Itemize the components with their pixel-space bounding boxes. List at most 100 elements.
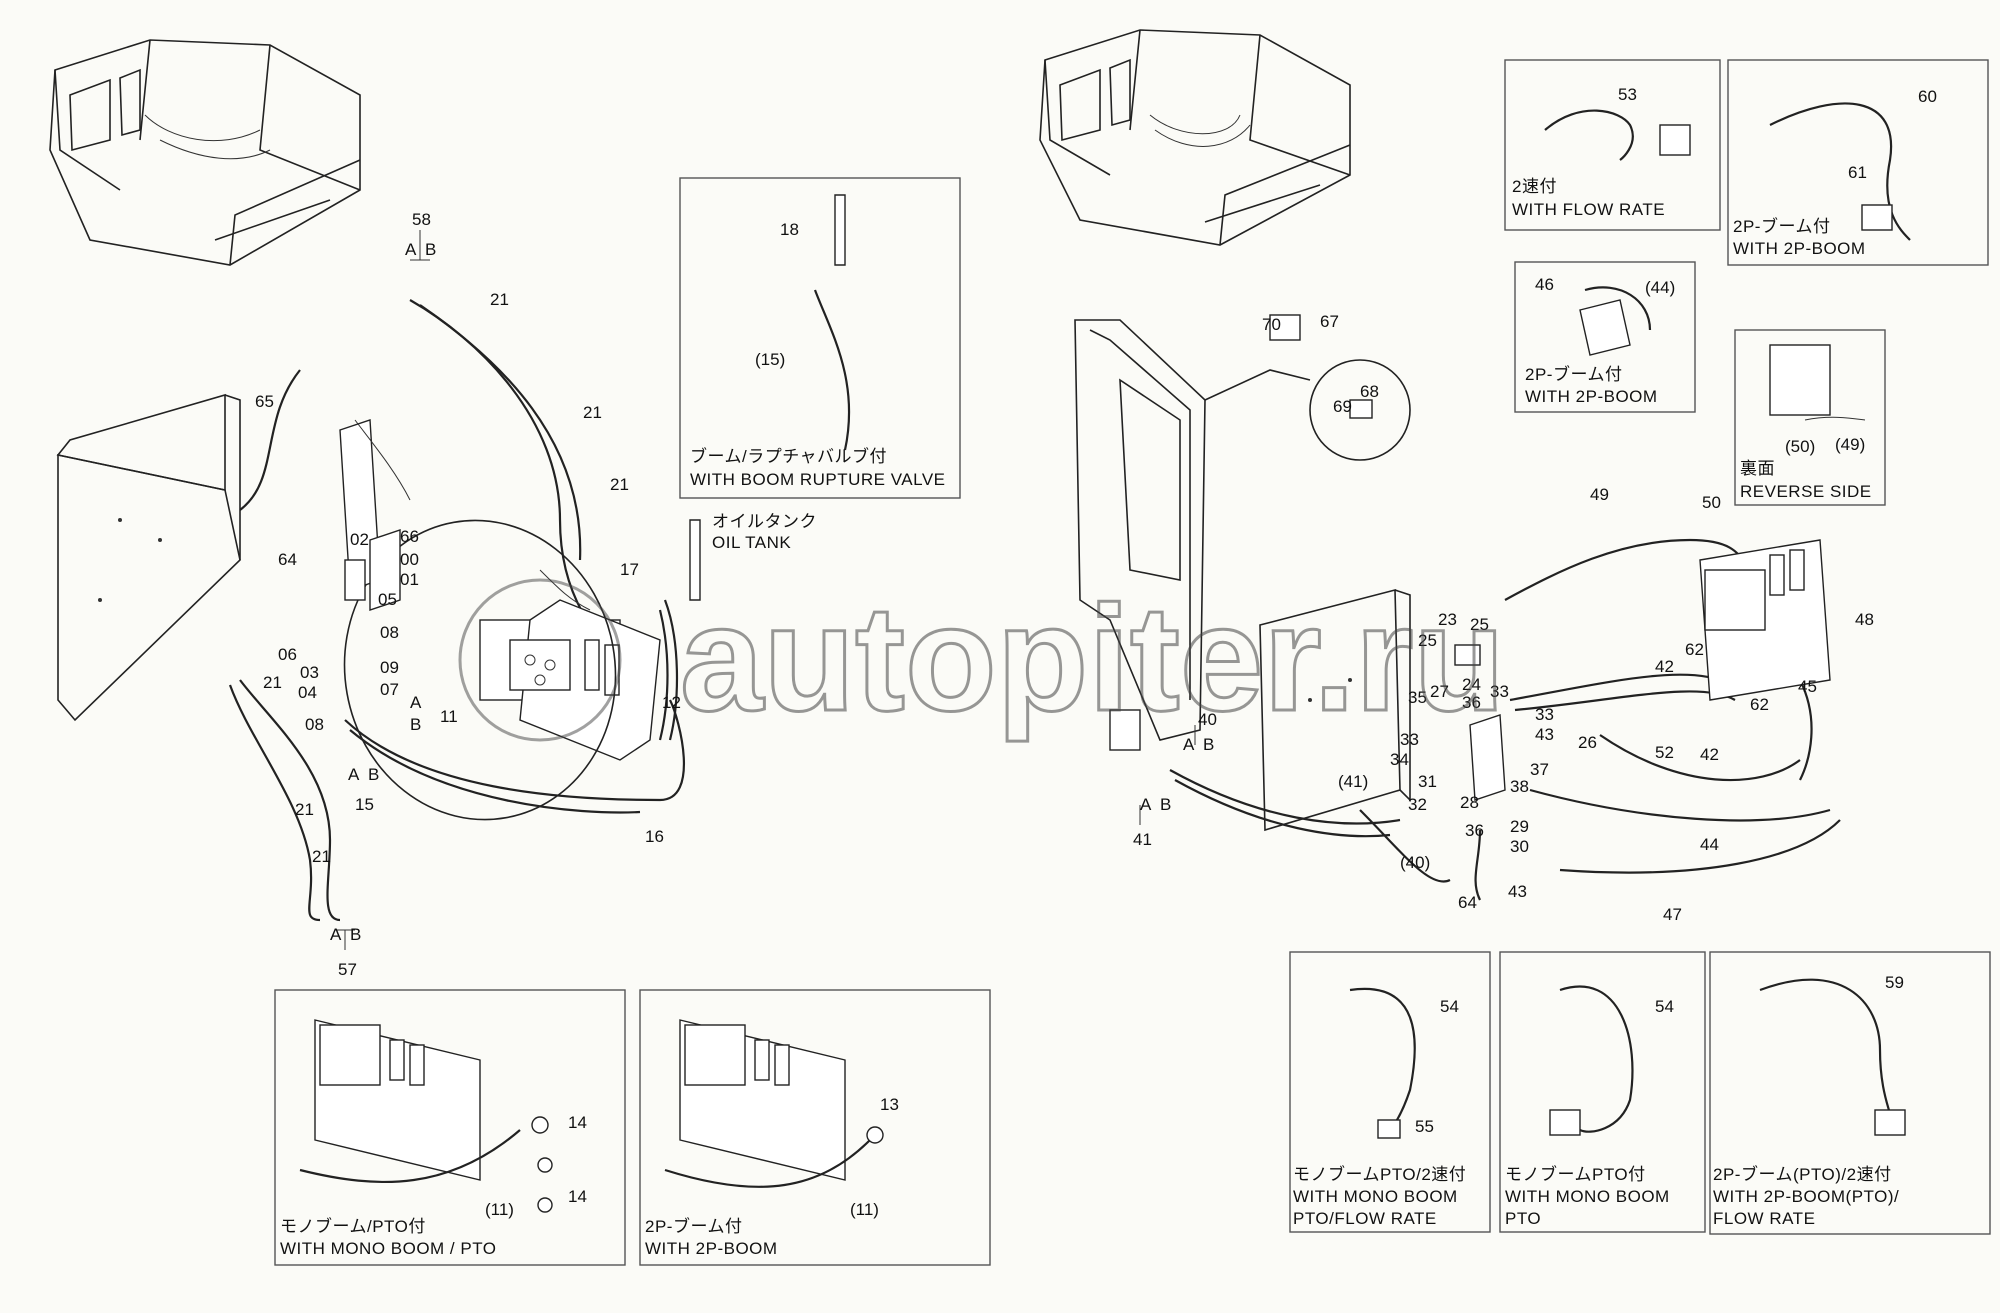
caption-twop-boom-en: WITH 2P-BOOM <box>1733 239 1866 258</box>
mono-pto-flow-box <box>1289 951 1491 1233</box>
twop-boom-hose-1 <box>1769 102 1911 241</box>
label-03: 03 <box>300 663 319 682</box>
twop-boom-box-1 <box>1727 59 1989 266</box>
label-21: 21 <box>263 673 282 692</box>
label-38: 38 <box>1510 777 1529 796</box>
caption-boom-rupture-en: WITH BOOM RUPTURE VALVE <box>690 470 946 489</box>
caption-twop-boom-jp: 2P-ブーム付 <box>1733 216 1830 236</box>
label-44-ref: (44) <box>1645 278 1675 297</box>
caption-mono-pto2-jp: モノブームPTO付 <box>1505 1164 1646 1184</box>
label-62: 62 <box>1750 695 1769 714</box>
label-a: A <box>410 693 422 712</box>
mono-pto-flow-hose <box>1349 987 1416 1131</box>
label-48: 48 <box>1855 610 1874 629</box>
mono-pto2-hose <box>1559 985 1634 1133</box>
mono-pto-valve <box>299 1019 553 1213</box>
label-07: 07 <box>380 680 399 699</box>
mono-pto-flow-fitting <box>1377 1119 1401 1139</box>
label-18: 18 <box>780 220 799 239</box>
label-53: 53 <box>1618 85 1637 104</box>
caption-flow-rate-jp: 2速付 <box>1512 177 1557 196</box>
label-14: 14 <box>568 1187 587 1206</box>
label-08: 08 <box>380 623 399 642</box>
label-25: 25 <box>1470 615 1489 634</box>
caption-reverse-en: REVERSE SIDE <box>1740 482 1872 501</box>
caption-boom-rupture-jp: ブーム/ラプチャバルブ付 <box>690 446 887 466</box>
label-21: 21 <box>490 290 509 309</box>
detail-clip <box>1349 399 1373 419</box>
caption-mono-pto-flow-en: WITH MONO BOOM <box>1293 1187 1458 1206</box>
caption-twop-pto-flow-en: FLOW RATE <box>1713 1209 1815 1228</box>
caption-mono-pto-flow-en: PTO/FLOW RATE <box>1293 1209 1437 1228</box>
twop-boom-box-3 <box>639 989 991 1266</box>
mono-pto2-box <box>1499 951 1706 1233</box>
label-70: 70 <box>1262 315 1281 334</box>
label-28: 28 <box>1460 793 1479 812</box>
label-25: 25 <box>1418 631 1437 650</box>
twop-boom-fitting-1 <box>1861 204 1893 231</box>
label-42: 42 <box>1700 745 1719 764</box>
caption-mono-pto2-en: PTO <box>1505 1209 1541 1228</box>
label-21: 21 <box>295 800 314 819</box>
label-21: 21 <box>610 475 629 494</box>
twop-boom-box-2 <box>1514 261 1696 413</box>
caption-mono-pto-jp: モノブーム/PTO付 <box>280 1216 426 1236</box>
label-44: 44 <box>1700 835 1719 854</box>
label-35: 35 <box>1408 688 1427 707</box>
label-58: 58 <box>412 210 431 229</box>
label-b: B <box>1160 795 1171 814</box>
right-manifold <box>1109 644 1506 801</box>
label-33: 33 <box>1400 730 1419 749</box>
label-49: 49 <box>1590 485 1609 504</box>
left-control-valve <box>479 599 661 761</box>
label-59: 59 <box>1885 973 1904 992</box>
label-09: 09 <box>380 658 399 677</box>
label-34: 34 <box>1390 750 1409 769</box>
boom-rupture-box <box>679 177 961 499</box>
label-31: 31 <box>1418 772 1437 791</box>
label-a: A <box>330 925 342 944</box>
label-57: 57 <box>338 960 357 979</box>
caption-twop-boom-jp: 2P-ブーム付 <box>645 1216 742 1236</box>
label-43: 43 <box>1508 882 1527 901</box>
label-37: 37 <box>1530 760 1549 779</box>
label-13: 13 <box>880 1095 899 1114</box>
watermark-logo: autopiter.ru <box>458 573 1507 744</box>
label-a: A <box>348 765 360 784</box>
caption-twop-pto-flow-en: WITH 2P-BOOM(PTO)/ <box>1713 1187 1899 1206</box>
label-68: 68 <box>1360 382 1379 401</box>
caption-mono-pto-flow-jp: モノブームPTO/2速付 <box>1293 1164 1466 1184</box>
detail-circle <box>1309 359 1411 461</box>
label-17: 17 <box>620 560 639 579</box>
label-12: 12 <box>662 693 681 712</box>
caption-twop-boom-en: WITH 2P-BOOM <box>645 1239 778 1258</box>
label-21: 21 <box>312 847 331 866</box>
reverse-side-hose <box>1804 416 1866 421</box>
oil-tank-bracket <box>689 519 701 601</box>
label-54: 54 <box>1655 997 1674 1016</box>
label-02: 02 <box>350 530 369 549</box>
twop-boom-valve-2 <box>1579 299 1631 356</box>
machine-thumbnail-right <box>1039 29 1351 246</box>
label-61: 61 <box>1848 163 1867 182</box>
label-05: 05 <box>378 590 397 609</box>
boom-rupture-hose <box>813 289 851 451</box>
label-64: 64 <box>278 550 297 569</box>
label-a: A <box>1183 735 1195 754</box>
label-04: 04 <box>298 683 317 702</box>
flow-rate-hose <box>1544 109 1634 161</box>
twop-pto-flow-hose <box>1759 978 1892 1116</box>
caption-mono-pto-en: WITH MONO BOOM / PTO <box>280 1239 497 1258</box>
caption-oil-tank-jp: オイルタンク <box>712 512 817 531</box>
boom-rupture-bracket <box>834 194 846 266</box>
label-62: 62 <box>1685 640 1704 659</box>
label-b: B <box>425 240 436 259</box>
label-40-ref: (40) <box>1400 853 1430 872</box>
label-54: 54 <box>1440 997 1459 1016</box>
label-36: 36 <box>1462 693 1481 712</box>
twop-pto-flow-box <box>1709 951 1991 1235</box>
label-11-ref: (11) <box>850 1200 879 1219</box>
label-a: A <box>405 240 417 259</box>
